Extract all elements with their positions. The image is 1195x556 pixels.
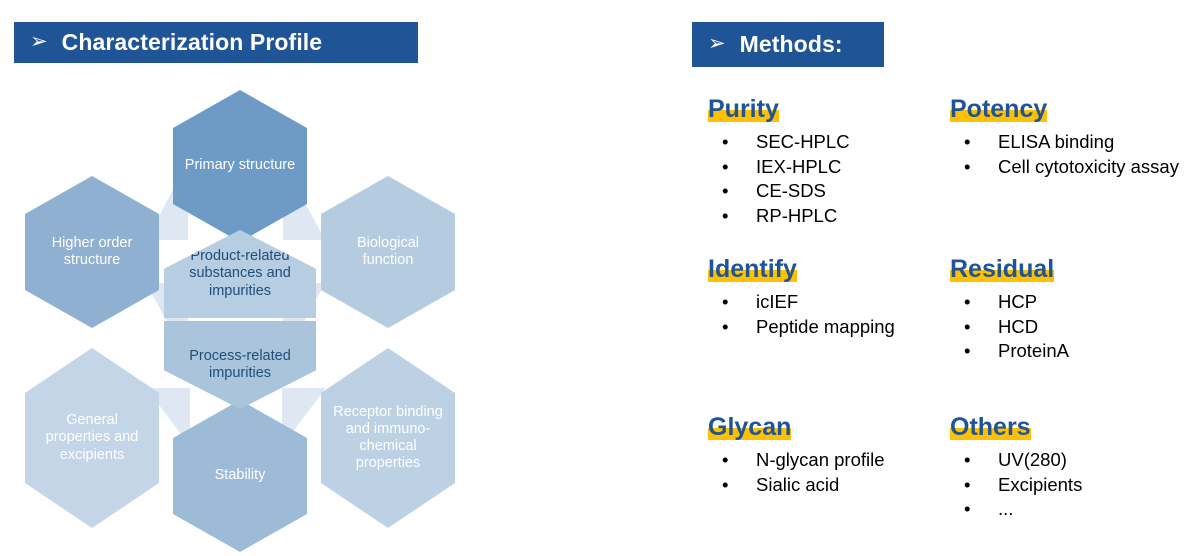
- characterization-hexagon-diagram: Primary structure Biological function Re…: [20, 88, 490, 553]
- list-item: • Excipients: [950, 473, 1182, 497]
- title-highlight: [950, 428, 1031, 440]
- method-list: • UV(280) • Excipients •...: [950, 448, 1182, 521]
- list-item-label: ELISA binding: [998, 131, 1115, 152]
- list-item-label: icIEF: [756, 291, 799, 312]
- list-item-label: HCD: [998, 315, 1039, 337]
- list-item-label: Peptide mapping: [756, 315, 895, 337]
- list-item: •...: [950, 497, 1182, 521]
- title-highlight: [708, 428, 792, 440]
- title-highlight: [950, 110, 1048, 122]
- list-item-label: UV(280): [998, 449, 1067, 470]
- method-title-wrap: Potency: [950, 95, 1048, 123]
- bullet-icon: •: [964, 498, 971, 520]
- method-title-wrap: Others: [950, 414, 1031, 441]
- method-block-potency: Potency • ELISA binding • Cell cytotoxicit…: [950, 96, 1182, 179]
- list-item: • SEC-HPLC: [708, 130, 940, 154]
- method-block-others: Others • UV(280) • Excipients •...: [950, 414, 1182, 522]
- hex-label: Primary structure: [184, 157, 296, 174]
- method-title: Identify: [708, 255, 797, 283]
- method-title-wrap: Residual: [950, 255, 1055, 283]
- list-item-label: RP-HPLC: [756, 205, 838, 227]
- hex-label: Product-related substances and impuritie…: [189, 248, 291, 299]
- list-item-label: SEC-HPLC: [756, 131, 850, 152]
- list-item: • HCP: [950, 290, 1182, 314]
- method-title-wrap: Purity: [708, 96, 779, 123]
- hex-biological-function: Biological function: [321, 176, 455, 328]
- bullet-icon: •: [722, 291, 729, 312]
- hex-label: Stability: [214, 467, 266, 484]
- list-item-label: N-glycan profile: [756, 449, 885, 470]
- characterization-profile-title: Characterization Profile: [61, 29, 323, 55]
- method-list: • N-glycan profile • Sialic acid: [708, 448, 940, 496]
- list-item: • Peptide mapping: [708, 315, 940, 339]
- list-item-label: Cell cytotoxicity assay: [998, 155, 1179, 177]
- method-list: • HCP • HCD • ProteinA: [950, 290, 1182, 363]
- method-title: Purity: [708, 95, 779, 123]
- hex-product-related-impurities: Product-related substances and impuritie…: [164, 230, 316, 318]
- list-item-label: HCP: [998, 291, 1038, 312]
- method-block-residual: Residual • HCP • HCD • ProteinA: [950, 256, 1182, 364]
- list-item: • N-glycan profile: [708, 448, 940, 472]
- list-item-label: ProteinA: [998, 340, 1069, 362]
- list-item-label: CE-SDS: [756, 180, 826, 202]
- list-item: • Sialic acid: [708, 473, 940, 497]
- method-title-wrap: Glycan: [708, 413, 792, 441]
- list-item: • Cell cytotoxicity assay: [950, 155, 1182, 179]
- list-item: • HCD: [950, 315, 1182, 339]
- bullet-icon: •: [722, 449, 729, 470]
- method-block-purity: Purity • SEC-HPLC • IEX-HPLC • CE-SDS • RP-H…: [708, 96, 940, 229]
- bullet-icon: •: [964, 131, 971, 152]
- bullet-icon: •: [964, 449, 971, 470]
- hex-label: Process-related impurities: [189, 347, 291, 381]
- title-highlight: [950, 270, 1055, 282]
- hex-label: Receptor binding and immuno-chemical pro…: [333, 403, 443, 472]
- bullet-icon: •: [964, 315, 971, 337]
- bullet-icon: •: [722, 315, 729, 337]
- list-item-label: Sialic acid: [756, 473, 840, 495]
- list-item-label: ...: [998, 498, 1014, 520]
- list-item-label: IEX-HPLC: [756, 155, 842, 177]
- hex-label: Higher order structure: [51, 234, 133, 268]
- list-item: • icIEF: [708, 290, 940, 314]
- methods-title: Methods:: [739, 31, 843, 57]
- bullet-icon: •: [964, 291, 971, 312]
- bullet-icon: •: [722, 180, 729, 202]
- hex-higher-order-structure: Higher order structure: [25, 176, 159, 328]
- method-list: • ELISA binding • Cell cytotoxicity assay: [950, 130, 1182, 178]
- bullet-icon: •: [722, 131, 729, 152]
- bullet-icon: •: [722, 205, 729, 227]
- methods-header: ➢ Methods:: [692, 22, 884, 67]
- title-highlight: [708, 110, 779, 122]
- method-list: • icIEF • Peptide mapping: [708, 290, 940, 338]
- method-title: Potency: [950, 95, 1048, 123]
- method-title-wrap: Identify: [708, 256, 797, 283]
- hex-label: General properties and excipients: [45, 412, 139, 463]
- characterization-profile-header: ➢ Characterization Profile: [14, 22, 418, 63]
- method-list: • SEC-HPLC • IEX-HPLC • CE-SDS • RP-HPLC: [708, 130, 940, 228]
- bullet-icon: •: [722, 473, 729, 495]
- list-item-label: Excipients: [998, 473, 1083, 495]
- list-item: • CE-SDS: [708, 179, 940, 203]
- list-item: • ProteinA: [950, 339, 1182, 363]
- list-item: • IEX-HPLC: [708, 155, 940, 179]
- methods-grid: Purity • SEC-HPLC • IEX-HPLC • CE-SDS • RP-H…: [700, 96, 1184, 548]
- bullet-icon: •: [964, 155, 971, 177]
- method-title: Glycan: [708, 413, 792, 441]
- arrow-bullet-icon: ➢: [708, 32, 726, 55]
- bullet-icon: •: [964, 340, 971, 362]
- list-item: • RP-HPLC: [708, 204, 940, 228]
- bullet-icon: •: [964, 473, 971, 495]
- method-block-identify: Identify • icIEF • Peptide mapping: [708, 256, 940, 339]
- title-highlight: [708, 270, 797, 282]
- hex-label: Biological function: [356, 234, 420, 268]
- arrow-bullet-icon: ➢: [30, 30, 48, 53]
- method-title: Others: [950, 413, 1031, 441]
- method-block-glycan: Glycan • N-glycan profile • Sialic acid: [708, 414, 940, 497]
- list-item: • ELISA binding: [950, 130, 1182, 154]
- list-item: • UV(280): [950, 448, 1182, 472]
- bullet-icon: •: [722, 155, 729, 177]
- method-title: Residual: [950, 255, 1055, 283]
- hex-general-properties: General properties and excipients: [25, 348, 159, 528]
- hex-receptor-binding: Receptor binding and immuno-chemical pro…: [321, 348, 455, 528]
